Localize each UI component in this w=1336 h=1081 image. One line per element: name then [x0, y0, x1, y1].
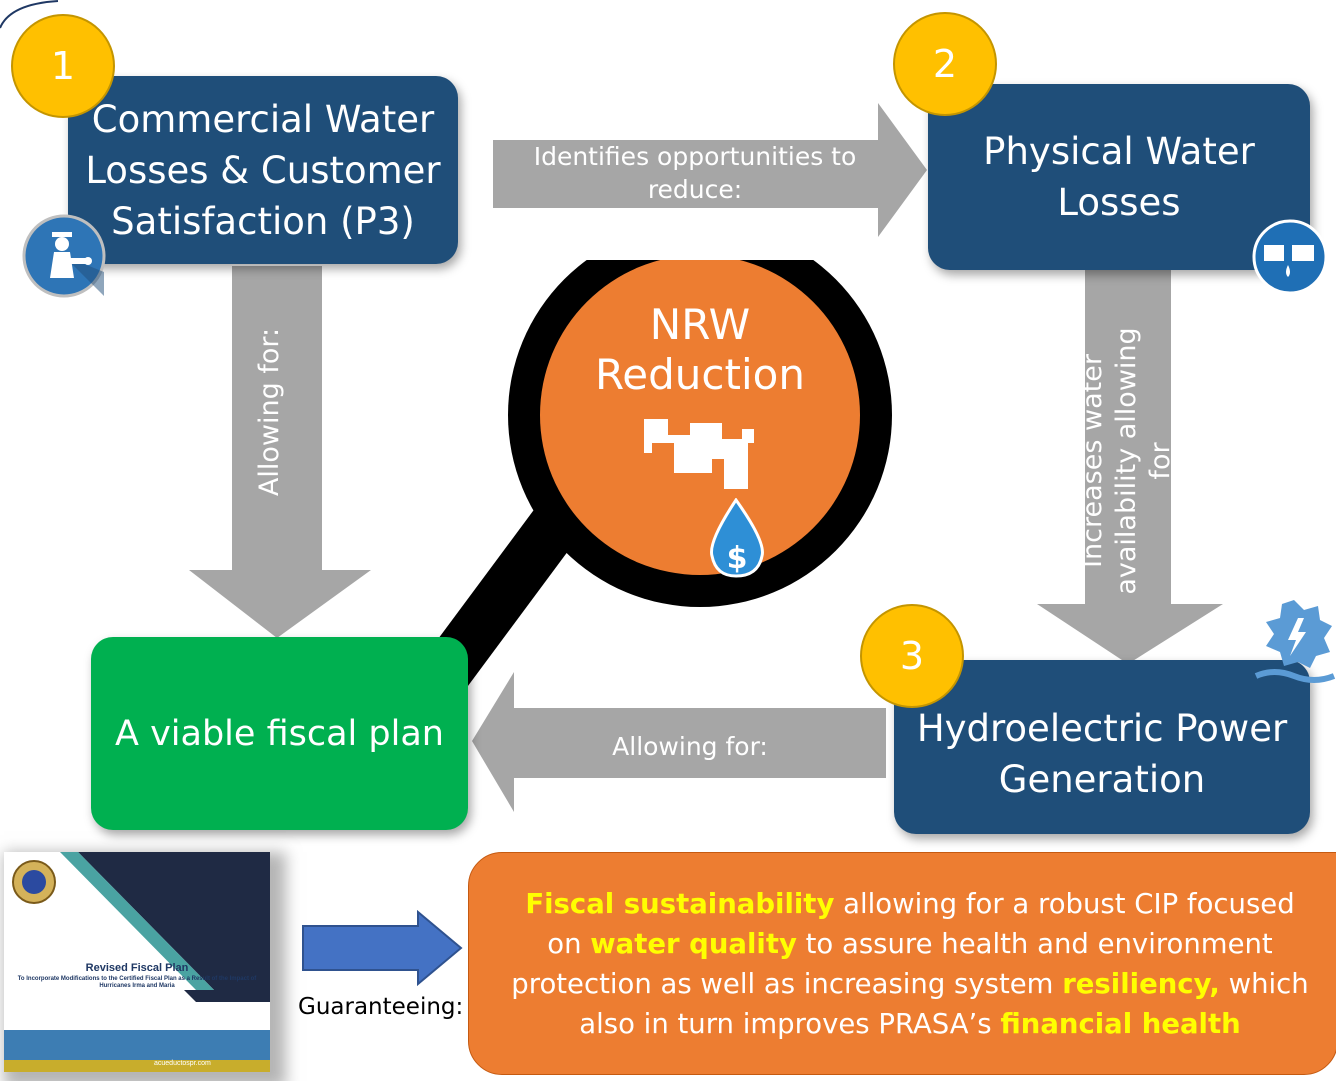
fiscal-plan-thumbnail: Revised Fiscal Plan To Incorporate Modif… — [4, 852, 270, 1072]
money-drop-icon: $ — [710, 498, 764, 578]
summary-text-1: allowing for a robust CIP focused on — [547, 887, 1295, 960]
allowing-label-horizontal: Allowing for: — [612, 732, 768, 761]
highlight-resiliency: resiliency, — [1062, 967, 1220, 1000]
increases-label-vertical: Increases water availability allowing fo… — [1077, 327, 1176, 595]
physical-losses-box: Physical Water Losses — [928, 84, 1310, 270]
arrow-allowing-down — [189, 266, 371, 638]
commercial-losses-box: Commercial Water Losses & Customer Satis… — [68, 76, 458, 264]
identifies-label: Identifies opportunities to reduce: — [533, 142, 857, 204]
arrow-increases-down — [1037, 270, 1223, 664]
arrow-allowing-left — [472, 672, 886, 812]
meter-reader-icon — [22, 214, 106, 298]
summary-text-2: to assure health and environment protect… — [511, 927, 1273, 1000]
thumbnail-graphic — [4, 852, 270, 1072]
svg-text:$: $ — [727, 541, 748, 576]
thumbnail-footer: acueductospr.com — [154, 1060, 211, 1067]
physical-losses-text: Physical Water Losses — [983, 130, 1255, 224]
badge-3: 3 — [860, 604, 964, 708]
hydro-power-text: Hydroelectric Power Generation — [916, 707, 1288, 801]
allowing-label-vertical: Allowing for: — [254, 327, 285, 497]
arrow-guaranteeing — [302, 910, 463, 987]
highlight-fiscal-sustainability: Fiscal sustainability — [525, 887, 835, 920]
leaking-faucet-icon — [644, 419, 754, 489]
viable-fiscal-plan-box: A viable fiscal plan — [91, 637, 468, 830]
viable-fiscal-plan-text: A viable fiscal plan — [115, 713, 444, 754]
commercial-losses-text: Commercial Water Losses & Customer Satis… — [85, 97, 441, 243]
hydro-power-box: Hydroelectric Power Generation — [894, 660, 1310, 834]
summary-box: Fiscal sustainability allowing for a rob… — [468, 852, 1336, 1075]
highlight-financial-health: financial health — [1000, 1007, 1241, 1040]
water-turbine-icon — [1254, 600, 1336, 683]
thumbnail-title: Revised Fiscal Plan — [85, 962, 189, 974]
center-title: NRW Reduction — [595, 300, 805, 399]
corner-arc — [0, 0, 59, 29]
broken-pipe-icon — [1252, 219, 1328, 295]
badge-1: 1 — [11, 14, 115, 118]
arrow-identifies — [493, 103, 927, 237]
badge-2: 2 — [893, 12, 997, 116]
highlight-water-quality: water quality — [590, 927, 797, 960]
summary-text-3: which also in turn improves PRASA’s — [579, 967, 1309, 1040]
guaranteeing-label: Guaranteeing: — [298, 994, 464, 1020]
thumbnail-subtitle: To Incorporate Modifications to the Cert… — [17, 976, 257, 989]
summary-text: Fiscal sustainability allowing for a rob… — [469, 884, 1336, 1044]
